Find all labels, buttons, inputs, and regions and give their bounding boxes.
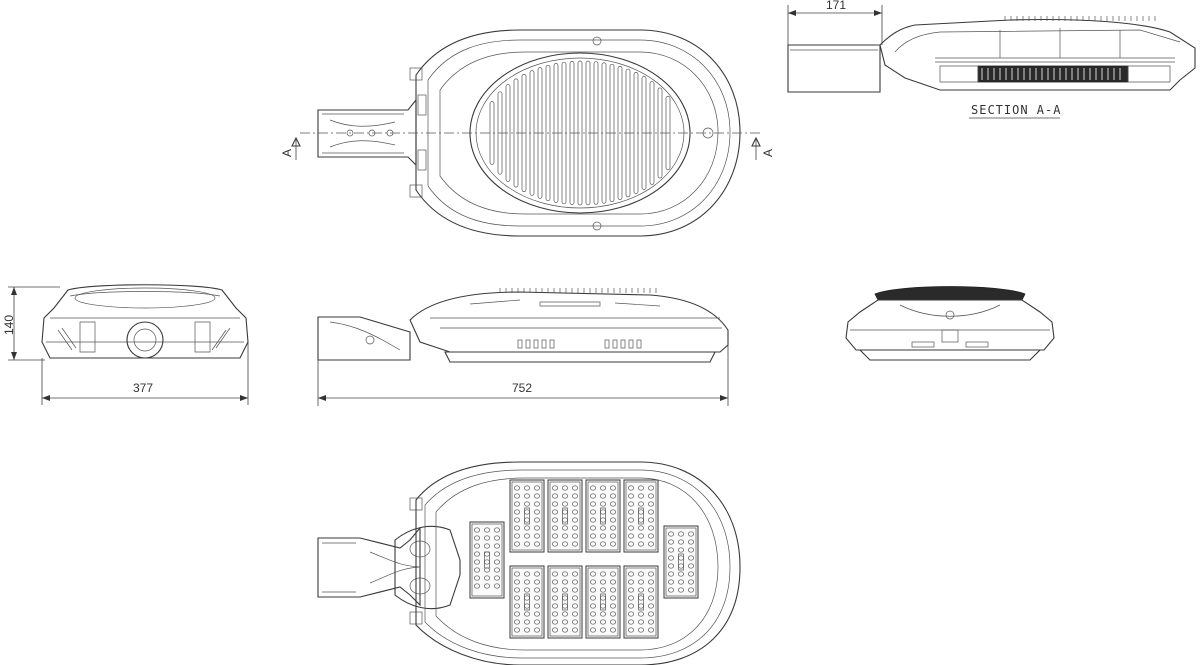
section-marker-left: A	[280, 149, 294, 157]
top-view-upper: A A	[280, 29, 775, 237]
dim-side-height: 140	[2, 315, 16, 335]
rear-view	[845, 286, 1055, 361]
dim-front-width: 377	[133, 381, 153, 395]
front-view: 140 377	[2, 284, 249, 405]
section-view: 171 SECTION A-A	[787, 0, 1196, 119]
section-marker-right: A	[761, 149, 775, 157]
side-view: 752	[317, 288, 729, 406]
dim-side-length: 752	[512, 381, 532, 395]
bottom-view	[317, 461, 741, 665]
dim-section-offset: 171	[826, 0, 846, 12]
section-title: SECTION A-A	[971, 103, 1061, 117]
